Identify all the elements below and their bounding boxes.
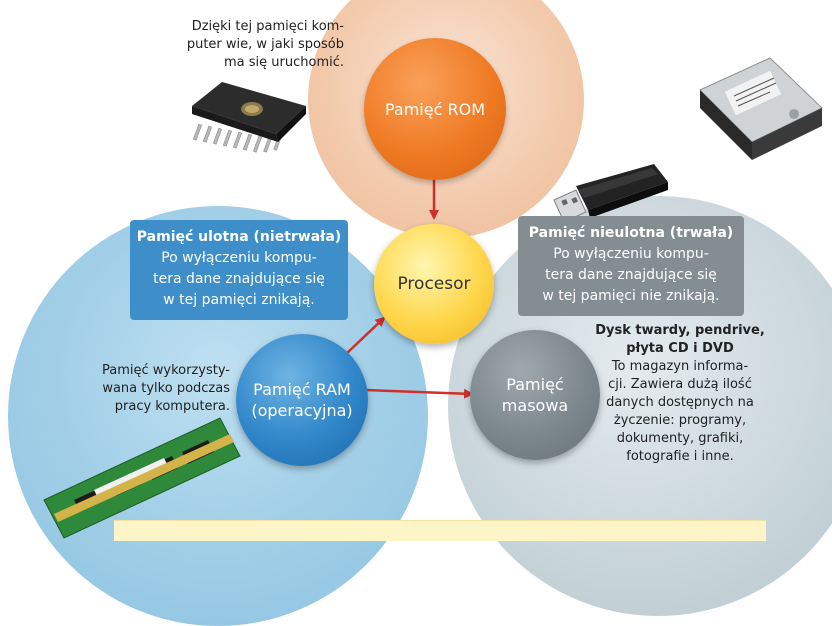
rom-description: Dzięki tej pamięci kom- puter wie, w jak… — [156, 18, 344, 72]
processor-label: Procesor — [397, 273, 471, 294]
nonvolatile-line: Po wyłączeniu kompu- — [553, 246, 709, 262]
usb-pendrive-icon — [553, 164, 668, 223]
mass-storage-description: Dysk twardy, pendrive, płyta CD i DVD To… — [592, 322, 768, 466]
processor-node: Procesor — [374, 224, 494, 344]
mass-note-line: cji. Zawiera dużą ilość — [608, 377, 752, 392]
rom-note-line: puter wie, w jaki sposób — [186, 37, 344, 52]
mass-note-title-line: Dysk twardy, pendrive, — [595, 323, 765, 338]
nonvolatile-line: tera dane znajdujące się — [545, 267, 717, 283]
mass-label-line1: Pamięć — [506, 375, 564, 394]
ram-note-line: pracy komputera. — [114, 399, 230, 414]
nonvolatile-title: Pamięć nieulotna (trwała) — [528, 225, 734, 241]
mass-note-line: To magazyn informa- — [611, 359, 749, 374]
rom-label: Pamięć ROM — [384, 99, 485, 119]
volatile-line: Po wyłączeniu kompu- — [161, 250, 317, 266]
ram-label-line1: Pamięć RAM — [253, 380, 351, 399]
mass-note-line: danych dostępnych na — [606, 395, 754, 410]
mass-note-line: fotografie i inne. — [626, 449, 734, 464]
rom-node: Pamięć ROM — [364, 38, 506, 180]
ram-description: Pamięć wykorzysty- wana tylko podczas pr… — [62, 362, 230, 416]
ram-label-line2: (operacyjna) — [251, 401, 353, 420]
mass-note-title-line: płyta CD i DVD — [626, 341, 734, 356]
ram-module-icon — [43, 417, 241, 539]
bottom-info-strip — [114, 520, 766, 541]
ram-node: Pamięć RAM (operacyjna) — [236, 334, 368, 466]
volatile-line: tera dane znajdujące się — [153, 271, 325, 287]
volatile-title: Pamięć ulotna (nietrwała) — [136, 229, 342, 245]
rom-note-line: Dzięki tej pamięci kom- — [191, 19, 344, 34]
ram-processor-arrow — [336, 316, 386, 364]
ram-note-line: wana tylko podczas — [102, 381, 230, 396]
mass-note-line: dokumenty, grafiki, — [616, 431, 744, 446]
mass-label-line2: masowa — [501, 396, 569, 415]
nonvolatile-memory-box: Pamięć nieulotna (trwała) Po wyłączeniu … — [518, 216, 744, 316]
volatile-line: w tej pamięci znikają. — [163, 292, 315, 308]
nonvolatile-line: w tej pamięci nie znikają. — [542, 288, 720, 304]
mass-note-line: życzenie: programy, — [613, 413, 747, 428]
mass-storage-node: Pamięć masowa — [470, 330, 600, 460]
volatile-memory-box: Pamięć ulotna (nietrwała) Po wyłączeniu … — [130, 220, 348, 320]
hard-drive-icon — [699, 57, 823, 160]
ram-mass-arrow — [357, 384, 474, 399]
rom-note-line: ma się uruchomić. — [224, 55, 344, 70]
rom-chip-icon — [192, 82, 306, 153]
ram-note-line: Pamięć wykorzysty- — [101, 363, 230, 378]
